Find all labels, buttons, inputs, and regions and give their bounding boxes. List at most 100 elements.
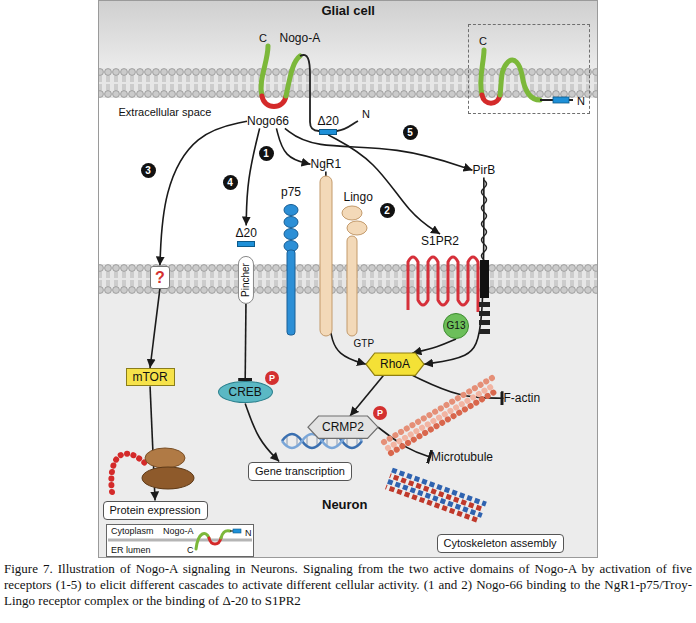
nogo-a-tail [230, 530, 233, 531]
node-text: CREB [229, 385, 262, 399]
inset-box: CN [468, 24, 590, 114]
nogo-a-chain [261, 46, 268, 96]
ribosome-small [145, 448, 185, 468]
node-text: Lingo [344, 190, 373, 204]
rhoa-hexagon: RhoA [366, 353, 424, 375]
unknown-receptor: ? [150, 266, 170, 289]
nogo-a-tail [337, 121, 358, 131]
node-text: Microtubule [431, 450, 493, 464]
node-text: Pincher [240, 263, 252, 297]
ribosome [142, 448, 194, 489]
pincher-capsule: Pincher [238, 256, 254, 304]
inset-label: C [187, 545, 194, 556]
nucleotide-label: GTP [354, 338, 375, 350]
lingo-receptor [342, 206, 367, 336]
receptor-label: Lingo [344, 190, 373, 204]
nogo-a-chain [500, 60, 540, 100]
lingo-domain [347, 221, 367, 235]
glial-cytoplasm [98, 0, 598, 68]
node-text: G13 [447, 320, 466, 332]
peptide-bar [319, 129, 337, 135]
callout-number: 1 [259, 146, 274, 161]
outcome-box: Cytoskeleton assembly [437, 534, 564, 553]
hexagon-outline [308, 416, 378, 438]
node-text: P [269, 373, 275, 384]
lingo-domain [342, 206, 362, 220]
node-text: Nogo66 [247, 114, 289, 128]
region-label: Glial cell [322, 3, 375, 19]
filament-label: F-actin [504, 391, 541, 405]
receptor-label: S1PR2 [421, 234, 459, 248]
domain-label: Nogo66 [247, 114, 289, 128]
actin-strand [384, 378, 492, 442]
filament-label: Microtubule [431, 450, 493, 464]
signal-arrow [245, 403, 279, 461]
p75-receptor [284, 205, 298, 336]
node-text: Gene transcription [255, 465, 345, 478]
inhibition-line [244, 304, 246, 381]
microtubule-tube [386, 470, 486, 521]
signal-arrow [424, 177, 484, 364]
signal-arrow [412, 339, 456, 353]
s1pr2-serpentine [408, 257, 478, 312]
delta20-bar [233, 529, 241, 533]
crmp2-hexagon: CRMP2 [308, 416, 378, 438]
node-text: RhoA [380, 357, 410, 371]
terminus-label: C [259, 32, 267, 45]
nogo-a-chain [221, 531, 230, 538]
nogo-a-tail [300, 55, 319, 131]
ngr1-rod [320, 176, 332, 336]
node-text: Cytoskeleton assembly [444, 537, 557, 550]
node-text: S1PR2 [421, 234, 459, 248]
terminus-label: N [362, 108, 370, 121]
node-text: ? [155, 268, 165, 287]
node-text: NgR1 [311, 157, 342, 171]
pirb-motif [479, 329, 490, 334]
nascent-peptide [111, 454, 148, 492]
inset-box: CytoplasmNogo-ANCER lumen [106, 524, 254, 557]
actin-strand [388, 385, 494, 448]
node-text: mTOR [133, 370, 168, 384]
receptor-label: PirB [473, 163, 496, 177]
creb-oval: CREB [218, 381, 273, 403]
pirb-transmembrane [480, 260, 489, 298]
nogo-a-chain [196, 533, 209, 549]
phospho-circle: P [265, 371, 279, 385]
signal-arrow [160, 121, 247, 265]
outcome-box: Gene transcription [248, 462, 352, 481]
pirb-motif [479, 311, 490, 316]
kinase-box: mTOR [126, 368, 175, 386]
topology-inset-art [481, 50, 573, 103]
figure-caption: Figure 7. Illustration of Nogo-A signali… [4, 561, 692, 609]
nogo-a-chain [286, 56, 300, 96]
callout-number: 3 [141, 163, 156, 178]
node-text: F-actin [504, 391, 541, 405]
peptide-bar [237, 241, 255, 247]
inset-ground [106, 524, 254, 557]
domain-label: Δ20 [236, 226, 257, 247]
p75-domain [284, 229, 298, 240]
outcome-box: Protein expression [103, 501, 208, 520]
signal-arrow [276, 128, 310, 164]
er-membrane [108, 539, 252, 542]
nogo66-loop [209, 538, 221, 544]
pirb-receptor [479, 180, 490, 334]
pirb-motif [479, 302, 490, 307]
node-text: p75 [281, 185, 301, 199]
signal-arrow [246, 128, 259, 225]
domain-label: Δ20 [318, 114, 339, 135]
inset-label: Cytoplasm [111, 526, 154, 537]
figure-frame [99, 1, 598, 558]
g-protein-circle: G13 [443, 313, 469, 339]
inset-label: N [245, 528, 252, 539]
terminus-label: N [577, 95, 585, 108]
node-text: Δ20 [318, 114, 339, 128]
callout-number: 4 [223, 175, 238, 190]
ribosome-large [142, 467, 194, 489]
pirb-ectodomain [482, 180, 487, 260]
nogo-a-chain [481, 50, 484, 95]
actin-strand [391, 391, 496, 453]
figure-panel [98, 0, 598, 558]
